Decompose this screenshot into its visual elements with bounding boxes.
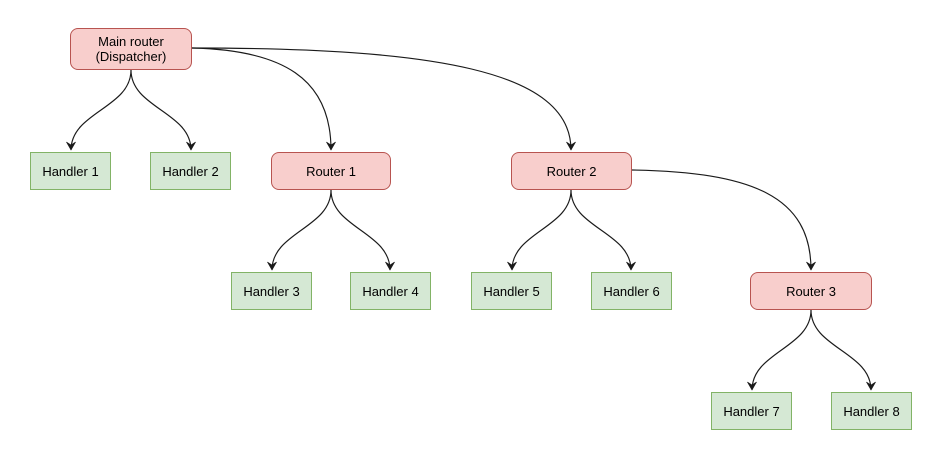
edges-group: [70, 47, 872, 391]
arrow-h4-icon: [385, 261, 395, 271]
node-main-router[interactable]: Main router (Dispatcher): [70, 28, 192, 70]
arrow-h8-icon: [866, 381, 876, 391]
edge-r1-h4: [330, 189, 391, 271]
node-router-1[interactable]: Router 1: [271, 152, 391, 190]
node-handler-2[interactable]: Handler 2: [150, 152, 231, 190]
arrow-r3-icon: [806, 261, 816, 271]
node-router-2[interactable]: Router 2: [511, 152, 632, 190]
arrow-h5-icon: [507, 261, 517, 271]
node-handler-1[interactable]: Handler 1: [30, 152, 111, 190]
node-handler-6[interactable]: Handler 6: [591, 272, 672, 310]
edge-main-h2: [130, 69, 192, 151]
edge-r2-r3: [631, 169, 812, 271]
edge-r2-h6: [570, 189, 632, 271]
edge-main-h1: [70, 69, 132, 151]
edge-main-r2: [191, 47, 572, 151]
node-handler-5[interactable]: Handler 5: [471, 272, 552, 310]
edge-main-r1: [191, 47, 332, 151]
arrow-r2-icon: [566, 141, 576, 151]
arrow-r1-icon: [326, 141, 336, 151]
edge-r3-h7: [751, 309, 812, 391]
arrow-h3-icon: [267, 261, 277, 271]
edge-r3-h8: [810, 309, 872, 391]
node-handler-4[interactable]: Handler 4: [350, 272, 431, 310]
edge-r1-h3: [271, 189, 332, 271]
node-handler-8[interactable]: Handler 8: [831, 392, 912, 430]
arrow-h1-icon: [66, 141, 76, 151]
arrow-h2-icon: [186, 141, 196, 151]
node-handler-7[interactable]: Handler 7: [711, 392, 792, 430]
arrow-h7-icon: [747, 381, 757, 391]
node-router-3[interactable]: Router 3: [750, 272, 872, 310]
arrow-h6-icon: [626, 261, 636, 271]
node-handler-3[interactable]: Handler 3: [231, 272, 312, 310]
edge-r2-h5: [511, 189, 572, 271]
arrowheads-group: [66, 141, 876, 391]
